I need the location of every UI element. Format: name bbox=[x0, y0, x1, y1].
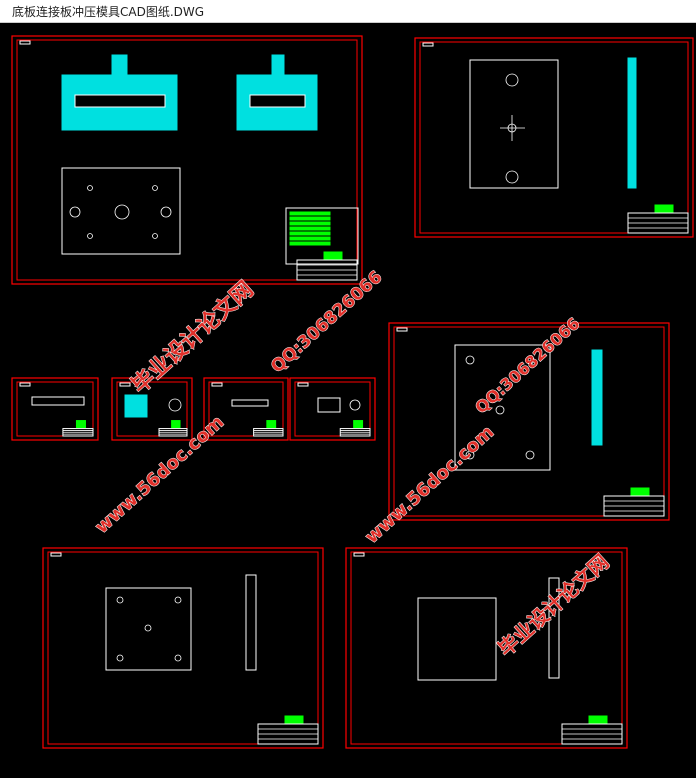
parts-list-table bbox=[285, 207, 359, 265]
sheet-label-box bbox=[422, 42, 434, 47]
stripper-plate-side-view bbox=[548, 577, 560, 679]
die-plate-hole bbox=[465, 450, 475, 460]
drawing-inner-frame bbox=[208, 381, 284, 437]
stripper-plate-plan-view bbox=[417, 597, 497, 681]
drawing-sheet-border bbox=[203, 377, 289, 441]
parts-list-entry bbox=[289, 241, 331, 246]
part-section-hatch bbox=[124, 394, 148, 418]
bolt-hole bbox=[87, 233, 93, 239]
part-outline bbox=[231, 399, 269, 407]
sheet-label-box bbox=[211, 382, 223, 387]
drawing-inner-frame bbox=[350, 551, 623, 745]
die-cavity-side bbox=[249, 94, 306, 108]
drawing-inner-frame bbox=[47, 551, 319, 745]
plate-side-section bbox=[627, 57, 637, 189]
title-block-note bbox=[266, 420, 277, 429]
part-hole bbox=[349, 399, 361, 411]
part-outline bbox=[317, 397, 341, 413]
drawing-sheet-border bbox=[11, 377, 99, 441]
punch-shank-side bbox=[271, 54, 285, 78]
punch-plate-hole bbox=[144, 624, 152, 632]
punch-plate-hole bbox=[174, 654, 182, 662]
guide-hole bbox=[160, 206, 172, 218]
part-hole bbox=[168, 398, 182, 412]
punch-plate-hole bbox=[174, 596, 182, 604]
punch-plate-plan-view bbox=[105, 587, 192, 671]
part-outline bbox=[31, 396, 85, 406]
punch-shank bbox=[111, 54, 128, 78]
parts-list-entry bbox=[289, 216, 331, 221]
title-block-note bbox=[323, 251, 343, 260]
lower-die-plan-view bbox=[61, 167, 181, 255]
plate-plan-view bbox=[469, 59, 559, 189]
parts-list-entry bbox=[289, 221, 331, 226]
title-block-note bbox=[654, 204, 674, 213]
sheet-label-box bbox=[396, 327, 408, 332]
die-plate-hole bbox=[465, 355, 475, 365]
drawing-inner-frame bbox=[393, 326, 665, 517]
sheet-label-box bbox=[353, 552, 365, 557]
sheet-label-box bbox=[119, 382, 131, 387]
punch-plate-hole bbox=[116, 654, 124, 662]
guide-hole bbox=[69, 206, 81, 218]
drawing-inner-frame bbox=[116, 381, 188, 437]
die-cavity bbox=[74, 94, 166, 108]
title-block-note bbox=[171, 420, 181, 429]
sheet-label-box bbox=[50, 552, 62, 557]
title-block-note bbox=[284, 715, 304, 724]
drawing-sheet-border bbox=[42, 547, 324, 749]
title-block-note bbox=[75, 420, 86, 429]
bolt-hole bbox=[87, 185, 93, 191]
bolt-hole bbox=[152, 233, 158, 239]
drawing-inner-frame bbox=[16, 381, 94, 437]
parts-list-entry bbox=[289, 236, 331, 241]
drawing-inner-frame bbox=[419, 41, 689, 234]
center-hole bbox=[114, 204, 130, 220]
bolt-hole bbox=[152, 185, 158, 191]
parts-list-entry bbox=[289, 211, 331, 216]
parts-list-entry bbox=[289, 231, 331, 236]
plate-hole bbox=[505, 170, 519, 184]
punch-plate-side-view bbox=[245, 574, 257, 671]
plate-hole bbox=[505, 73, 519, 87]
die-plate-plan-view bbox=[454, 344, 551, 471]
parts-list-entry bbox=[289, 226, 331, 231]
drawing-sheet-border bbox=[11, 35, 363, 285]
die-plate-hole bbox=[525, 355, 535, 365]
drawing-sheet-border bbox=[111, 377, 193, 441]
sheet-label-box bbox=[19, 382, 31, 387]
drawing-inner-frame bbox=[16, 39, 358, 281]
title-block-note bbox=[630, 487, 650, 496]
title-block-note bbox=[353, 420, 364, 429]
die-plate-hole bbox=[525, 450, 535, 460]
drawing-sheet-border bbox=[289, 377, 376, 441]
sheet-label-box bbox=[19, 40, 31, 45]
drawing-sheet-border bbox=[345, 547, 628, 749]
title-block-note bbox=[588, 715, 608, 724]
window-title: 底板连接板冲压模具CAD图纸.DWG bbox=[12, 5, 205, 19]
title-bar: 底板连接板冲压模具CAD图纸.DWG bbox=[0, 0, 696, 23]
sheet-label-box bbox=[297, 382, 309, 387]
punch-plate-hole bbox=[116, 596, 124, 604]
die-plate-hole bbox=[495, 405, 505, 415]
drawing-inner-frame bbox=[294, 381, 371, 437]
drawing-sheet-border bbox=[388, 322, 670, 521]
die-plate-side-section bbox=[591, 349, 603, 446]
cad-drawing-canvas[interactable] bbox=[0, 23, 696, 778]
drawing-sheet-border bbox=[414, 37, 694, 238]
